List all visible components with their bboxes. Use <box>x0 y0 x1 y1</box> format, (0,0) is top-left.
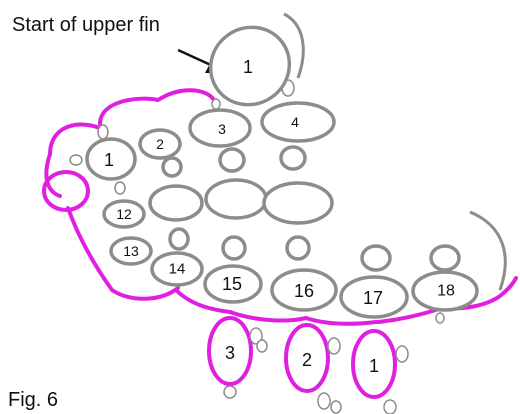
ring-bottom-18 <box>411 270 479 312</box>
picots <box>69 79 445 414</box>
label-bottom-18: 18 <box>437 283 455 300</box>
ring-connector <box>360 244 392 272</box>
label-upper-2: 2 <box>156 136 164 152</box>
figure-caption: Fig. 6 <box>8 389 58 411</box>
label-bottom-16: 16 <box>294 281 314 301</box>
ring-bottom-15 <box>203 264 263 304</box>
ring-bottom-17 <box>339 275 409 319</box>
ring-upper-3 <box>188 108 252 148</box>
ring-upper-1 <box>85 137 137 181</box>
ring-upper-4 <box>260 101 336 143</box>
ring-connector <box>168 227 190 251</box>
lower-fins <box>207 316 397 399</box>
label-upper-fin: 1 <box>243 57 253 77</box>
ring-connector <box>218 147 246 173</box>
ring-left-14 <box>150 251 204 287</box>
upper-fin <box>208 12 305 107</box>
ring-middle <box>204 178 268 220</box>
ring-middle <box>148 184 204 222</box>
label-upper-3: 3 <box>218 121 226 137</box>
ring-bottom-16 <box>270 268 338 312</box>
ring-shapes <box>85 101 479 319</box>
label-bottom-17: 17 <box>363 288 383 308</box>
ring-middle <box>262 181 334 225</box>
ring-connector <box>221 235 247 261</box>
lower-fin-ring-2 <box>284 323 330 393</box>
label-upper-1: 1 <box>104 150 114 170</box>
label-bottom-15: 15 <box>222 274 242 294</box>
upper-fin-ring <box>208 25 292 107</box>
annotation-label: Start of upper fin <box>12 14 160 36</box>
ring-left-12 <box>102 199 146 229</box>
ring-left-13 <box>109 236 153 266</box>
ring-labels: 1 1 2 3 4 12 13 14 15 16 17 18 3 2 1 <box>104 57 455 376</box>
lower-fin-ring-1 <box>351 329 397 399</box>
label-lower-fin-2: 2 <box>302 350 312 370</box>
ring-connector <box>285 235 311 261</box>
right-chain-arc <box>469 210 507 291</box>
label-lower-fin-1: 1 <box>369 356 379 376</box>
label-left-12: 12 <box>116 206 132 222</box>
label-lower-fin-3: 3 <box>225 343 235 363</box>
lower-fin-ring-3 <box>207 316 253 386</box>
ring-connector <box>429 244 461 272</box>
ring-upper-2 <box>138 128 182 160</box>
ring-connector <box>279 145 307 171</box>
outer-chains <box>42 88 518 326</box>
label-left-13: 13 <box>123 243 139 259</box>
ring-connector <box>161 156 183 178</box>
label-left-14: 14 <box>169 261 186 278</box>
label-upper-4: 4 <box>291 114 299 130</box>
